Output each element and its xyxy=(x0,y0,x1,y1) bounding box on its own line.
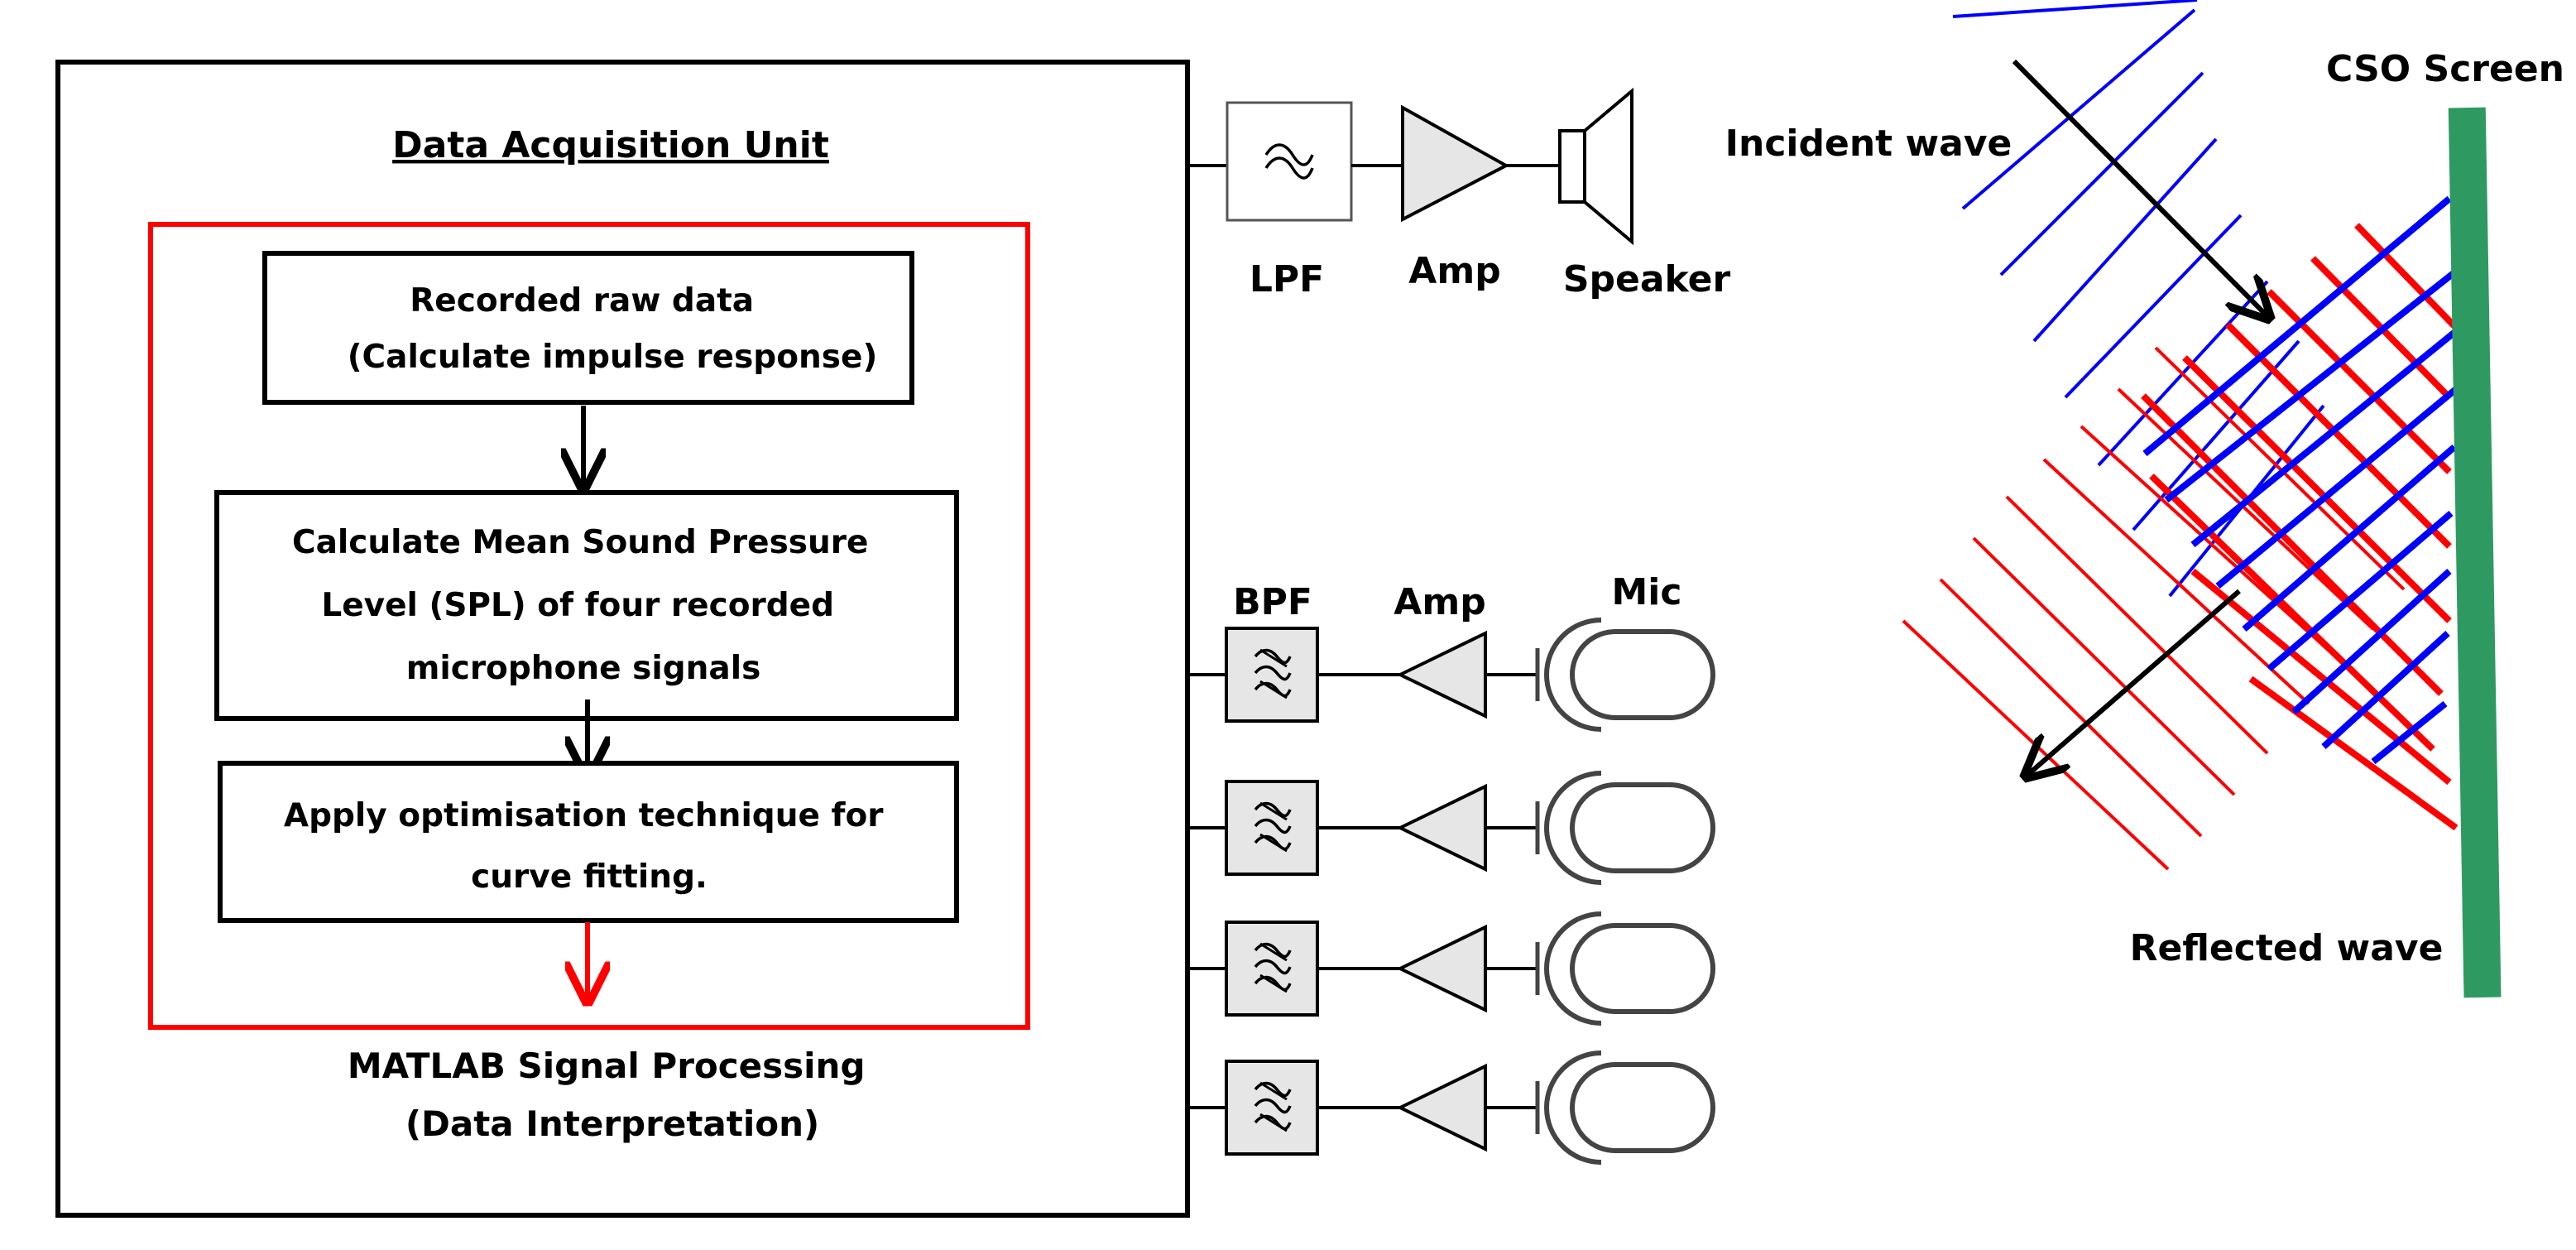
screen-label: CSO Screen xyxy=(2326,48,2564,90)
step-optimisation-text: Apply optimisation technique for curve f… xyxy=(284,797,895,896)
input-channel xyxy=(1187,771,1715,885)
microphone-icon xyxy=(1535,771,1715,885)
microphone-icon xyxy=(1535,618,1715,732)
input-channel xyxy=(1187,618,1715,732)
input-amp-icon xyxy=(1396,1063,1487,1152)
step-mean-spl-text: Calculate Mean Sound Pressure Level (SPL… xyxy=(292,524,880,687)
input-channels xyxy=(1187,618,1715,1165)
acquisition-unit-frame xyxy=(55,60,1190,1218)
reflected-label: Reflected wave xyxy=(2130,927,2444,969)
input-amp-icon xyxy=(1396,783,1487,873)
input-channel xyxy=(1187,911,1715,1026)
incident-label: Incident wave xyxy=(1725,123,2012,165)
output-amp-icon xyxy=(1401,104,1510,223)
speaker-icon xyxy=(1558,87,1633,246)
microphone-icon xyxy=(1535,1050,1715,1165)
incident-wave-arrow xyxy=(2012,59,2269,318)
input-amp-icon xyxy=(1396,924,1487,1013)
microphone-icon xyxy=(1535,911,1715,1026)
reflected-wave-arrow xyxy=(2026,589,2241,776)
lpf-label: LPF xyxy=(1250,258,1324,300)
step-raw-data-text: Recorded raw data (Calculate impulse res… xyxy=(348,282,878,376)
input-channel xyxy=(1187,1050,1715,1165)
input-amp-icon xyxy=(1396,630,1487,719)
step-optimisation-box xyxy=(218,761,959,923)
bpf-block xyxy=(1225,1060,1319,1156)
mic-label: Mic xyxy=(1612,571,1682,613)
output-amp-label: Amp xyxy=(1408,250,1500,292)
cso-screen xyxy=(2448,107,2502,998)
acquisition-unit-title: Data Acquisition Unit xyxy=(392,124,829,166)
input-amp-label: Amp xyxy=(1394,581,1485,623)
bpf-block xyxy=(1225,921,1319,1017)
bpf-block xyxy=(1225,780,1319,876)
processing-caption: MATLAB Signal Processing (Data Interpret… xyxy=(348,1046,877,1144)
speaker-label: Speaker xyxy=(1563,258,1731,300)
output-chain: LPF Amp Speaker xyxy=(1187,87,1731,300)
bpf-block xyxy=(1225,627,1319,723)
step-raw-data-box xyxy=(262,251,914,405)
bpf-label: BPF xyxy=(1233,581,1312,623)
processing-frame xyxy=(148,222,1030,1030)
